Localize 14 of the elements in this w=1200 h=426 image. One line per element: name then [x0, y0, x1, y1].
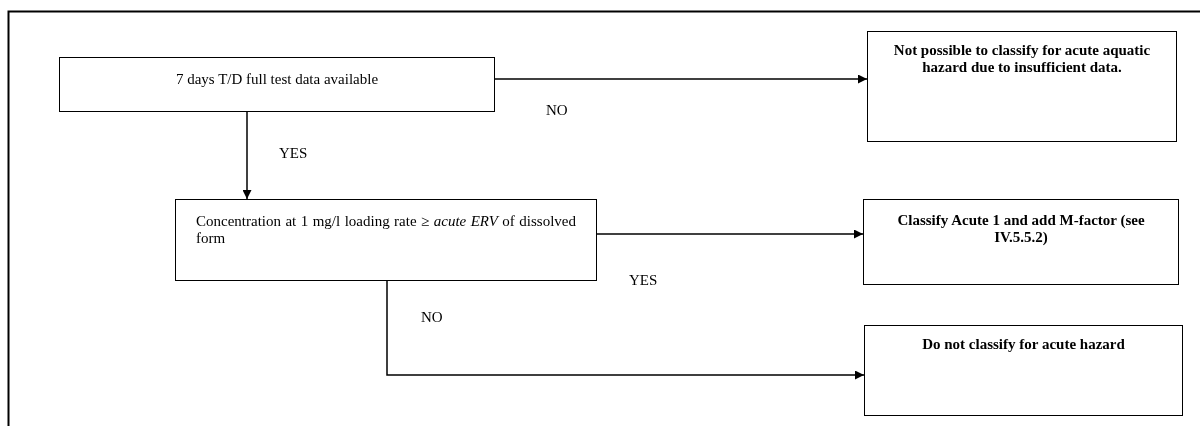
arrow	[386, 280, 865, 380]
process-box	[864, 325, 1183, 416]
process-box	[175, 199, 597, 281]
arrow	[596, 229, 864, 239]
process-box	[867, 31, 1177, 142]
arrow	[494, 74, 868, 84]
process-box	[59, 57, 495, 112]
arrow	[242, 111, 252, 200]
box-text: Do not classify for acute hazard	[922, 336, 1125, 353]
process-box	[863, 199, 1179, 285]
box-text: Not possible to classify for acute aquatic hazard due to insufficient data.	[892, 42, 1152, 76]
box-text: Concentration at 1 mg/l loading rate ≥ acute ERV of dissolved form	[196, 213, 576, 247]
box-text: Classify Acute 1 and add M-factor (see IV.5.5.2)	[896, 212, 1146, 246]
box-text: 7 days T/D full test data available	[175, 71, 379, 88]
